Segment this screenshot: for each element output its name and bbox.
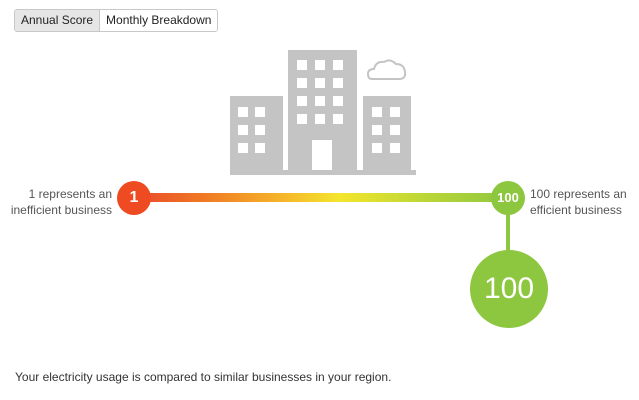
tab-monthly-breakdown[interactable]: Monthly Breakdown bbox=[100, 10, 218, 31]
windows bbox=[238, 60, 400, 170]
efficiency-scale-bar bbox=[128, 193, 512, 202]
scale-max-description: 100 represents an efficient business bbox=[530, 187, 627, 217]
right-building bbox=[363, 96, 411, 170]
scale-max-marker: 100 bbox=[491, 181, 525, 215]
ground-line bbox=[230, 170, 416, 175]
scale-min-marker: 1 bbox=[117, 181, 151, 215]
score-connector bbox=[506, 214, 510, 254]
annual-score-badge: 100 bbox=[470, 250, 548, 328]
office-buildings-icon bbox=[230, 50, 416, 175]
tab-annual-score[interactable]: Annual Score bbox=[15, 10, 101, 31]
cloud-icon bbox=[366, 59, 407, 80]
scale-min-description: 1 represents an inefficient business bbox=[10, 187, 112, 217]
view-toggle: Annual Score Monthly Breakdown bbox=[14, 9, 219, 32]
comparison-note: Your electricity usage is compared to si… bbox=[15, 370, 392, 384]
